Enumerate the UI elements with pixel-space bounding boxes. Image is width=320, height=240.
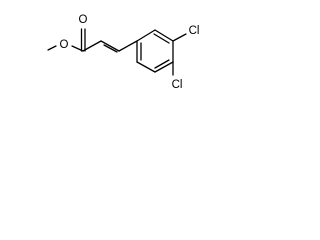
atom-label-carbonyl-oxygen: O: [79, 14, 88, 26]
bond-methyl-oxygen: [47, 45, 57, 51]
atom-label-chlorine-3: Cl: [189, 25, 200, 37]
bond-vinyl-ring: [118, 40, 138, 52]
atom-label-chlorine-4: Cl: [172, 79, 183, 91]
ring-inner-bond-a: [153, 33, 170, 44]
bond-alkene-double-a: [100, 40, 120, 52]
atom-label-ester-oxygen: O: [60, 39, 69, 51]
chemical-structure: O O Cl Cl: [47, 14, 200, 91]
ring-bond-5-6: [136, 61, 156, 73]
bond-carbonyl-alpha: [82, 40, 102, 52]
bond-alkene-double-b: [103, 44, 118, 53]
ring-bond-1-2: [136, 29, 156, 42]
ring-inner-bond-b: [154, 59, 170, 69]
ring-bond-2-3: [154, 29, 174, 42]
bond-ring-cl3: [172, 33, 187, 42]
ring-bond-4-5: [154, 61, 174, 73]
